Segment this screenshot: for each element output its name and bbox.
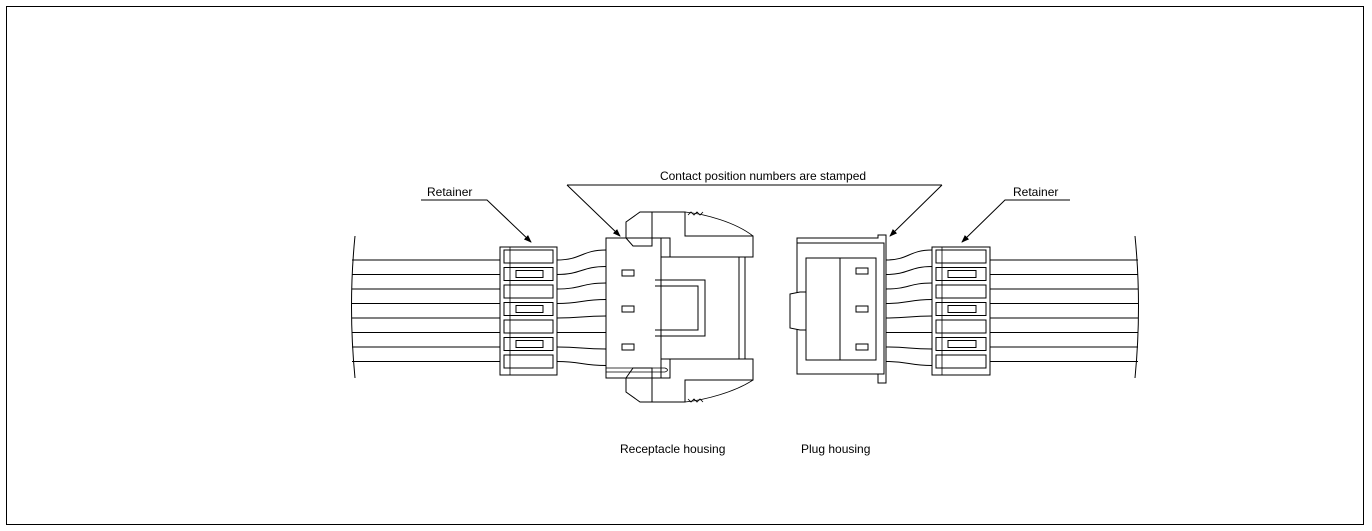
right-fan-wire bbox=[885, 282, 933, 290]
receptacle-contact-mark bbox=[621, 343, 635, 351]
left-fan-wire bbox=[556, 299, 607, 304]
right-retainer-cell bbox=[935, 354, 987, 369]
left-retainer-cell bbox=[503, 302, 554, 316]
left-retainer-cell bbox=[503, 267, 554, 281]
right-fan-wire bbox=[885, 266, 933, 275]
left-retainer-cell bbox=[503, 284, 554, 299]
right-fan-wire bbox=[885, 346, 933, 350]
right-retainer-slot bbox=[947, 305, 977, 313]
right-retainer bbox=[931, 246, 991, 376]
left-fan-wire bbox=[556, 346, 607, 350]
right-fan-wire bbox=[885, 249, 933, 261]
right-retainer-cell bbox=[935, 302, 987, 316]
receptacle-contact-mark bbox=[621, 269, 635, 277]
retainer-left-label: Retainer bbox=[427, 185, 472, 199]
receptacle-contact-mark bbox=[621, 305, 635, 313]
left-fan-wire bbox=[556, 266, 607, 275]
right-fan-wires bbox=[885, 249, 933, 366]
retainer-right-label: Retainer bbox=[1013, 185, 1058, 199]
right-retainer-cell bbox=[935, 267, 987, 281]
plug-housing bbox=[789, 234, 887, 384]
right-fan-wire bbox=[885, 361, 933, 366]
left-fan-wire bbox=[556, 282, 607, 290]
receptacle-housing bbox=[605, 211, 754, 403]
plug-contact-mark bbox=[855, 343, 869, 351]
left-retainer-slot bbox=[515, 305, 544, 313]
plug-contact-mark bbox=[855, 267, 869, 275]
left-retainer-cell bbox=[503, 337, 554, 351]
right-retainer-slot bbox=[947, 270, 977, 278]
right-fan-wire bbox=[885, 299, 933, 304]
right-retainer-cell bbox=[935, 249, 987, 264]
left-fan-wire bbox=[556, 249, 607, 261]
right-fan-wire bbox=[885, 315, 933, 319]
plug-contact-mark bbox=[855, 305, 869, 313]
left-wire-bundle bbox=[351, 235, 500, 379]
left-retainer-cell bbox=[503, 319, 554, 334]
right-retainer-cell bbox=[935, 319, 987, 334]
left-fan-wire bbox=[556, 315, 607, 319]
left-fan-wires bbox=[556, 249, 607, 366]
right-retainer-slot bbox=[947, 340, 977, 348]
drawing-frame bbox=[6, 6, 1364, 525]
left-fan-wire bbox=[556, 361, 607, 366]
left-retainer-slot bbox=[515, 340, 544, 348]
left-retainer-cell bbox=[503, 354, 554, 369]
right-retainer-cell bbox=[935, 284, 987, 299]
left-retainer-slot bbox=[515, 270, 544, 278]
plug-housing-label: Plug housing bbox=[801, 442, 870, 456]
right-retainer-cell bbox=[935, 337, 987, 351]
left-retainer-cell bbox=[503, 249, 554, 264]
right-wire-bundle bbox=[990, 235, 1139, 379]
left-retainer bbox=[499, 246, 558, 376]
receptacle-housing-label: Receptacle housing bbox=[620, 442, 725, 456]
leader-lines bbox=[421, 184, 1070, 243]
callout-top-label: Contact position numbers are stamped bbox=[660, 169, 866, 183]
